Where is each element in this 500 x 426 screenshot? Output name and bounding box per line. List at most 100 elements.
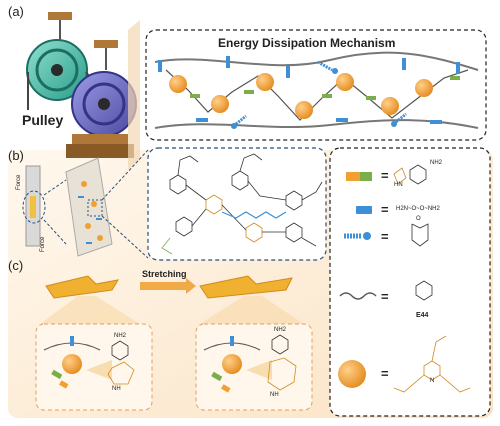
dogbone-sample-relaxed — [45, 275, 119, 299]
detail-green-block — [51, 369, 63, 380]
mechanism-box — [145, 29, 487, 141]
legend-e44-label: E44 — [416, 312, 429, 319]
core-node — [295, 101, 313, 119]
detail-right-nh: NH — [270, 392, 279, 398]
specimen-gauge — [30, 196, 36, 218]
legend-row-1 — [346, 164, 427, 185]
legend-urea-o: O — [416, 216, 421, 222]
slab-zoom-line — [101, 215, 149, 259]
legend-hbond-end — [363, 232, 371, 240]
benzene-ring — [285, 190, 303, 211]
detail-right-nh2: NH2 — [274, 327, 287, 333]
purple-pulley-groove — [82, 82, 126, 126]
epoxy-chain — [177, 155, 199, 176]
core-node — [336, 73, 354, 91]
detail-zoom-beam — [246, 360, 272, 380]
legend-green-block — [360, 172, 372, 181]
network-zoom-box — [147, 147, 327, 261]
zoom-cone-right — [200, 296, 304, 324]
core-node — [211, 95, 229, 113]
detail-left — [43, 336, 135, 389]
hydrogen-bond — [317, 60, 333, 72]
legend-row-2 — [356, 206, 372, 214]
bond — [191, 208, 207, 227]
detail-zoom-beam — [86, 360, 112, 380]
force-label-top: Force — [16, 174, 22, 190]
detail-orange-block — [59, 380, 69, 389]
pulley-illustration — [26, 12, 140, 170]
green-segment — [366, 96, 376, 100]
slab-zoom-line — [101, 149, 149, 201]
network-structure — [161, 153, 323, 255]
blue-linker — [158, 60, 162, 72]
bond — [185, 184, 207, 201]
purple-pulley-axle — [98, 98, 110, 110]
detail-benzene — [271, 334, 289, 355]
panel-c-tag: (c) — [8, 258, 24, 273]
legend-benzene-ring — [409, 164, 427, 185]
boronic-group — [161, 237, 173, 255]
slab-linker — [96, 218, 102, 220]
legend-amine-chain: H2N~O~O~NH2 — [396, 206, 440, 212]
legend-arm — [439, 374, 471, 393]
blue-linker — [286, 66, 290, 78]
legend-core-n: N — [430, 378, 435, 384]
blue-linker — [456, 62, 460, 74]
epoxy-chain — [239, 153, 263, 172]
legend-e44-ring — [415, 280, 433, 301]
detail-core-node — [222, 354, 242, 374]
teal-pulley-axle — [51, 64, 63, 76]
epoxy-chain — [301, 237, 317, 247]
legend-row-4 — [339, 280, 433, 301]
legend-equals-3: = — [381, 229, 389, 244]
force-label-bottom: Force — [40, 236, 46, 252]
epoxy-chain — [301, 181, 323, 201]
slab-particle — [81, 181, 87, 187]
green-segment — [190, 94, 200, 98]
benzene-ring — [285, 222, 303, 243]
legend-equals-1: = — [381, 168, 389, 183]
teal-pulley-groove — [35, 48, 79, 92]
core-node — [415, 79, 433, 97]
pulley-base — [66, 144, 134, 158]
legend-blue-linker — [356, 206, 372, 214]
detail-right — [203, 334, 297, 393]
legend-box — [329, 147, 491, 417]
zoom-line — [43, 179, 67, 196]
teal-pulley-mount — [48, 12, 72, 20]
legend-chain-wave — [339, 292, 377, 300]
hydrogen-bond-end — [391, 121, 397, 127]
top-polymer-chain — [154, 51, 479, 71]
legend-equals-2: = — [381, 202, 389, 217]
zoom-cone-left — [40, 296, 140, 324]
stretching-arrow — [140, 278, 196, 294]
slab-particles — [78, 181, 103, 244]
blue-linker — [430, 120, 442, 124]
core-node — [381, 97, 399, 115]
stretching-label: Stretching — [142, 269, 187, 279]
legend-boron-ring — [393, 167, 407, 185]
blue-linker — [196, 118, 208, 122]
pulley-arrow-beam — [128, 20, 140, 170]
legend-row-3 — [344, 223, 429, 247]
detail-left-nh2: NH2 — [114, 333, 127, 339]
panel-b-tag: (b) — [8, 148, 24, 163]
legend-row-5 — [338, 335, 471, 393]
legend-arm — [393, 374, 425, 393]
detail-orange-block — [221, 384, 231, 393]
detail-core-node — [62, 354, 82, 374]
detail-blue-linker — [70, 336, 74, 346]
detail-open-ring — [267, 357, 297, 391]
hydrogen-bond-end — [231, 123, 237, 129]
mechanism-nodes — [169, 73, 433, 119]
zoom-circle — [22, 190, 46, 224]
legend-core-node — [338, 360, 366, 388]
pulley-label: Pulley — [22, 112, 64, 128]
slab-zoom-box — [87, 199, 103, 217]
hydrogen-bond — [395, 112, 407, 124]
pulley-base-top — [72, 134, 128, 144]
slab-particle — [85, 223, 91, 229]
network-slab — [65, 157, 113, 257]
